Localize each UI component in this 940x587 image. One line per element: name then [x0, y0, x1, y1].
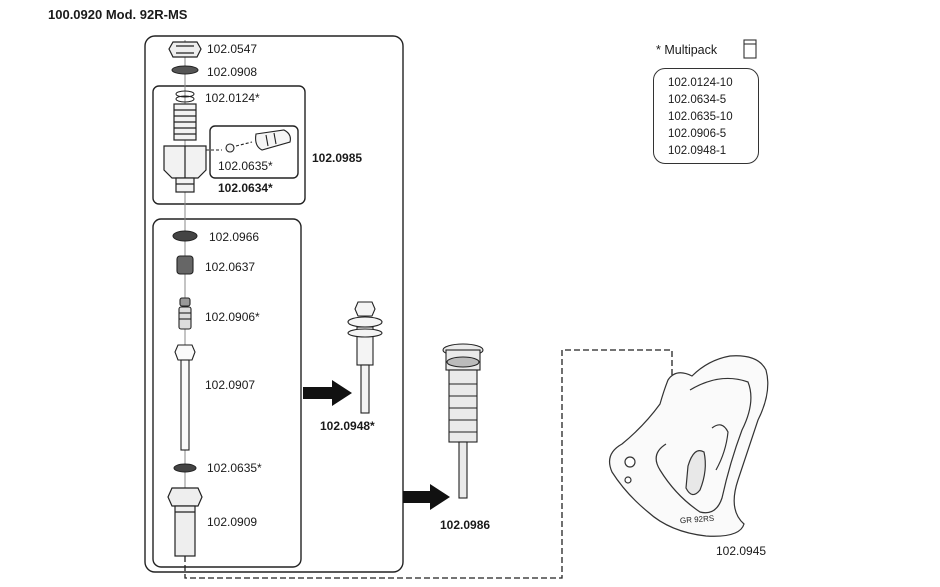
assembly-outline: [144, 35, 404, 573]
label-102-0635-lower: 102.0635*: [207, 461, 262, 475]
arrow-right-2: [403, 484, 450, 510]
label-102-0637: 102.0637: [205, 260, 256, 274]
multipack-item: 102.0906-5: [668, 128, 727, 140]
washer-part: [171, 65, 199, 75]
lower-subassembly-box: [152, 218, 302, 568]
valve-body-part: [163, 103, 207, 193]
cartridge-0948-part: [347, 301, 383, 414]
arrow-right-1: [303, 380, 352, 406]
label-102-0908: 102.0908: [207, 65, 258, 79]
label-102-0909: 102.0909: [207, 515, 258, 529]
label-102-0906: 102.0906*: [205, 310, 260, 324]
page-title: 100.0920 Mod. 92R-MS: [48, 7, 188, 22]
washer-0966-part: [172, 230, 198, 242]
label-102-0948: 102.0948*: [320, 419, 375, 433]
label-102-0124: 102.0124*: [205, 91, 260, 105]
dashed-connector: [184, 349, 673, 579]
label-102-0986: 102.0986: [440, 518, 491, 532]
valve-0906-part: [178, 297, 192, 330]
multipack-item: 102.0635-10: [668, 111, 733, 123]
label-102-0945: 102.0945: [716, 544, 767, 558]
sleeve-0909-part: [167, 487, 203, 557]
housing-0945-part: [609, 355, 769, 537]
small-ring-part: [175, 90, 195, 103]
inset-box: [209, 125, 299, 179]
cartridge-0986-part: [442, 343, 484, 499]
multipack-list: 102.0124-10 102.0634-5 102.0635-10 102.0…: [653, 68, 759, 164]
multipack-item: 102.0948-1: [668, 145, 727, 157]
box-icon: [743, 39, 757, 59]
multipack-heading: * Multipack: [656, 43, 718, 57]
label-102-0547: 102.0547: [207, 42, 258, 56]
multipack-item: 102.0124-10: [668, 77, 733, 89]
label-102-0985: 102.0985: [312, 151, 363, 165]
nut-0637-part: [176, 255, 194, 275]
label-102-0966: 102.0966: [209, 230, 260, 244]
rod-0907-part: [174, 344, 196, 451]
label-102-0634: 102.0634*: [218, 181, 273, 195]
inset-parts: [206, 129, 291, 153]
washer-0635-lower-part: [173, 463, 197, 473]
label-102-0907: 102.0907: [205, 378, 256, 392]
nut-part: [168, 41, 202, 58]
multipack-item: 102.0634-5: [668, 94, 727, 106]
label-102-0635-inset: 102.0635*: [218, 159, 273, 173]
upper-subassembly-box: [152, 85, 306, 205]
